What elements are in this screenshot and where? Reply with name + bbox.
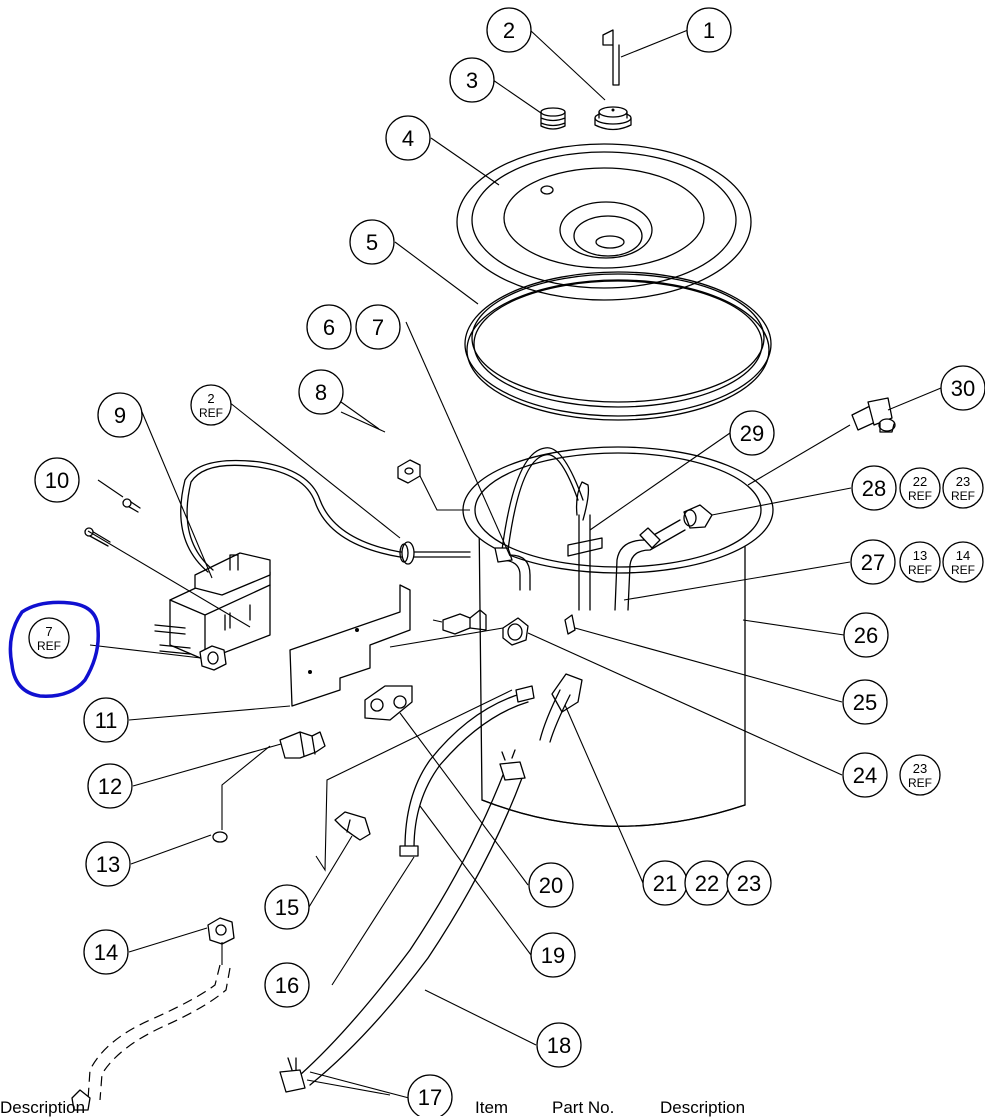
balloon-item-15: 15: [264, 884, 310, 930]
footer-left-description: Description: [0, 1098, 86, 1117]
balloon-label: 22: [695, 871, 719, 896]
ref-balloon-number: 14: [956, 548, 970, 563]
balloon-label: 7: [372, 315, 384, 340]
ref-balloon-number: 13: [913, 548, 927, 563]
balloon-label: 6: [323, 315, 335, 340]
ref-balloon-number: 23: [956, 474, 970, 489]
balloon-item-27: 27: [850, 539, 896, 585]
balloon-item-29: 29: [729, 410, 775, 456]
balloon-item-30: 30: [940, 365, 985, 411]
balloon-item-18: 18: [536, 1022, 582, 1068]
balloon-label: 16: [275, 973, 299, 998]
balloon-label: 1: [703, 18, 715, 43]
balloon-item-7: 7: [355, 304, 401, 350]
balloon-label: 21: [653, 871, 677, 896]
balloon-item-20: 20: [528, 862, 574, 908]
balloon-label: 29: [740, 421, 764, 446]
balloon-label: 23: [737, 871, 761, 896]
balloon-label: 27: [861, 550, 885, 575]
parts-drawing: [71, 29, 896, 1111]
ref-balloon-ref: REF: [908, 776, 932, 790]
balloon-item-28: 28: [851, 465, 897, 511]
balloon-item-13: 13: [85, 841, 131, 887]
ref-balloon-ref: REF: [908, 489, 932, 503]
balloon-label: 24: [853, 763, 877, 788]
balloon-item-5: 5: [349, 219, 395, 265]
balloon-item-25: 25: [842, 679, 888, 725]
balloon-label: 19: [541, 943, 565, 968]
ref-balloon-ref: REF: [199, 406, 223, 420]
leader-lines: [87, 29, 942, 1099]
balloon-label: 15: [275, 895, 299, 920]
footer-description-header: Description: [660, 1098, 746, 1117]
ref-balloon-number: 2: [207, 391, 214, 406]
balloon-item-12: 12: [87, 763, 133, 809]
ref-balloon-number: 22: [913, 474, 927, 489]
balloon-label: 10: [45, 468, 69, 493]
balloon-item-6: 6: [306, 304, 352, 350]
balloon-label: 4: [402, 126, 414, 151]
balloon-item-24: 24: [842, 752, 888, 798]
balloon-item-23: 23: [726, 860, 772, 906]
ref-balloon-number: 23: [913, 761, 927, 776]
balloon-label: 13: [96, 852, 120, 877]
balloon-item-9: 9: [97, 392, 143, 438]
balloon-label: 30: [951, 376, 975, 401]
balloon-item-10: 10: [34, 457, 80, 503]
balloon-item-14: 14: [83, 929, 129, 975]
footer-item-header: Item: [475, 1098, 509, 1117]
balloon-label: 26: [854, 623, 878, 648]
balloon-item-2: 2: [486, 7, 532, 53]
balloon-label: 11: [95, 708, 118, 733]
balloon-item-26: 26: [843, 612, 889, 658]
hand-drawn-highlight-circle: [8, 600, 100, 698]
balloon-label: 28: [862, 476, 886, 501]
ref-balloon-ref: REF: [951, 489, 975, 503]
balloon-label: 17: [418, 1085, 442, 1110]
balloon-item-21: 21: [642, 860, 688, 906]
balloon-label: 18: [547, 1033, 571, 1058]
balloon-item-16: 16: [264, 962, 310, 1008]
balloon-label: 25: [853, 690, 877, 715]
balloon-label: 20: [539, 873, 563, 898]
balloon-label: 5: [366, 230, 378, 255]
balloon-item-8: 8: [298, 369, 344, 415]
balloon-item-11: 11: [83, 697, 129, 743]
ref-balloon-ref: REF: [908, 563, 932, 577]
ref-balloon-ref: REF: [951, 563, 975, 577]
balloon-label: 2: [503, 18, 515, 43]
balloon-label: 3: [466, 68, 478, 93]
balloon-item-19: 19: [530, 932, 576, 978]
footer-part-no-header: Part No.: [552, 1098, 615, 1117]
balloon-label: 14: [94, 940, 118, 965]
balloon-label: 9: [114, 403, 126, 428]
balloon-item-1: 1: [686, 7, 732, 53]
balloon-label: 12: [98, 774, 122, 799]
balloon-item-17: 17: [407, 1074, 453, 1116]
balloon-item-3: 3: [449, 57, 495, 103]
balloon-label: 8: [315, 380, 327, 405]
balloon-item-4: 4: [385, 115, 431, 161]
ref-balloon-number: 7: [45, 624, 52, 639]
balloon-item-22: 22: [684, 860, 730, 906]
ref-balloon-ref: REF: [37, 639, 61, 653]
